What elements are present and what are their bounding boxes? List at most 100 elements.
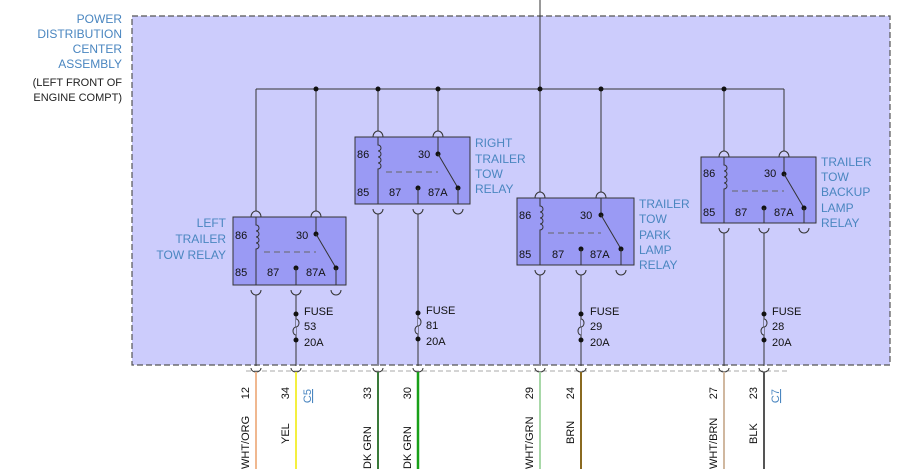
fuse-number: 28 [772, 321, 784, 333]
pdc-label: POWER DISTRIBUTION CENTER ASSEMBLY (LEFT… [33, 12, 123, 104]
relay-body [232, 216, 347, 286]
connector-pin: 12 [240, 387, 252, 399]
pdc-location-line: ENGINE COMPT) [33, 92, 122, 104]
circuit-wht-brn: 27 WHT/BRN [708, 367, 730, 469]
relay-name-line: TOW [821, 170, 849, 184]
pdc-label-line: ASSEMBLY [58, 57, 122, 71]
bus-junctions [313, 86, 727, 92]
pin-label-87a: 87A [428, 187, 448, 199]
junction-dot [537, 86, 543, 92]
relay-name-line: RELAY [475, 182, 513, 196]
fuse-28: FUSE 28 20A [760, 306, 801, 349]
fuse-rating: 20A [304, 337, 324, 349]
connector-pin: 29 [524, 387, 536, 399]
relay-body [700, 156, 817, 224]
relay-trailer-tow-park-lamp: 86 85 30 87 87A TRAILER TOW PARK LAMP RE… [516, 191, 690, 276]
relay-name-line: BACKUP [821, 185, 870, 199]
pin-label-86: 86 [703, 168, 715, 180]
relay-right-trailer-tow: 86 85 30 87 87A RIGHT TRAILER TOW RELAY [354, 130, 526, 215]
connector-pin: 30 [402, 387, 414, 399]
relay-name-line: PARK [639, 228, 671, 242]
junction-dot [375, 86, 381, 92]
relay-trailer-tow-backup-lamp: 86 85 30 87 87A TRAILER TOW BACKUP LAMP … [700, 150, 872, 234]
relay-body [354, 136, 471, 205]
junction-dot [313, 86, 319, 92]
pin-label-87: 87 [267, 267, 279, 279]
relay-name-line: TRAILER [821, 155, 872, 169]
connector-pin: 23 [748, 387, 760, 399]
circuit-blk: 23 C7 BLK [748, 367, 782, 469]
pin-label-30: 30 [580, 210, 592, 222]
pdc-label-line: POWER [77, 12, 123, 26]
pdc-location-line: (LEFT FRONT OF [33, 77, 123, 89]
fuse-number: 53 [304, 321, 316, 333]
fuse-rating: 20A [772, 337, 792, 349]
pin-label-85: 85 [235, 267, 247, 279]
pin-label-86: 86 [235, 230, 247, 242]
connector-pin: 33 [362, 387, 374, 399]
fuse-number: 81 [426, 320, 438, 332]
connector-pin: 34 [280, 387, 292, 399]
connector-pin: 24 [565, 387, 577, 399]
circuit-brn: 24 BRN [565, 367, 587, 469]
pin-label-87: 87 [389, 187, 401, 199]
connector-pin: 27 [708, 387, 720, 399]
pin-label-87a: 87A [774, 207, 794, 219]
fuse-label: FUSE [590, 306, 619, 318]
wire-color-code: YEL [280, 423, 292, 444]
pin-label-87a: 87A [306, 267, 326, 279]
relay-body [516, 197, 635, 266]
pin-label-86: 86 [519, 210, 531, 222]
fuse-label: FUSE [304, 306, 333, 318]
junction-dot [721, 86, 727, 92]
pin-label-85: 85 [519, 249, 531, 261]
circuit-dk-grn-33: 33 DK GRN [362, 367, 384, 469]
wire-color-code: WHT/BRN [708, 418, 720, 469]
fuse-label: FUSE [426, 305, 455, 317]
wire-color-code: DK GRN [402, 426, 414, 469]
circuit-wht-org: 12 WHT/ORG [240, 367, 262, 469]
pin-label-85: 85 [703, 207, 715, 219]
relay-name-line: TOW [475, 167, 503, 181]
power-bus [255, 0, 785, 211]
pin-label-85: 85 [357, 187, 369, 199]
relay-name-line: LEFT [197, 216, 227, 230]
wire-color-code: BLK [748, 423, 760, 444]
circuit-wht-grn: 29 WHT/GRN [524, 367, 546, 469]
fuse-rating: 20A [590, 337, 610, 349]
pin-label-87: 87 [735, 207, 747, 219]
relay-name-line: LAMP [639, 243, 672, 257]
circuit-dk-grn-30: 30 DK GRN [402, 367, 424, 469]
fuse-29: FUSE 29 20A [577, 306, 619, 349]
relay-name-line: RIGHT [475, 136, 513, 150]
circuit-yel: 34 C5 YEL [280, 367, 314, 469]
fuse-label: FUSE [772, 306, 801, 318]
internal-wires [255, 214, 765, 366]
junction-dot [435, 86, 441, 92]
relay-name-line: TOW [639, 212, 667, 226]
pdc-label-line: DISTRIBUTION [37, 27, 122, 41]
wire-color-code: DK GRN [362, 426, 374, 469]
fuse-53: FUSE 53 20A [292, 306, 333, 349]
relay-name-line: TRAILER [475, 152, 526, 166]
relay-name-line: TOW RELAY [156, 248, 226, 262]
fuse-rating: 20A [426, 336, 446, 348]
pin-label-86: 86 [357, 149, 369, 161]
relay-name-line: RELAY [639, 258, 677, 272]
fuse-81: FUSE 81 20A [414, 305, 455, 348]
connector-id-link[interactable]: C5 [302, 389, 314, 403]
junction-dot [598, 86, 604, 92]
pin-label-87: 87 [552, 249, 564, 261]
wire-color-code: WHT/GRN [524, 416, 536, 469]
relay-name-line: RELAY [821, 216, 859, 230]
pin-label-30: 30 [296, 230, 308, 242]
fuse-number: 29 [590, 321, 602, 333]
pin-label-30: 30 [418, 149, 430, 161]
relay-name-line: TRAILER [175, 232, 226, 246]
pin-label-30: 30 [764, 168, 776, 180]
pin-label-87a: 87A [590, 249, 610, 261]
connector-id-link[interactable]: C7 [770, 389, 782, 403]
relay-name-line: LAMP [821, 201, 854, 215]
wire-color-code: WHT/ORG [240, 416, 252, 469]
